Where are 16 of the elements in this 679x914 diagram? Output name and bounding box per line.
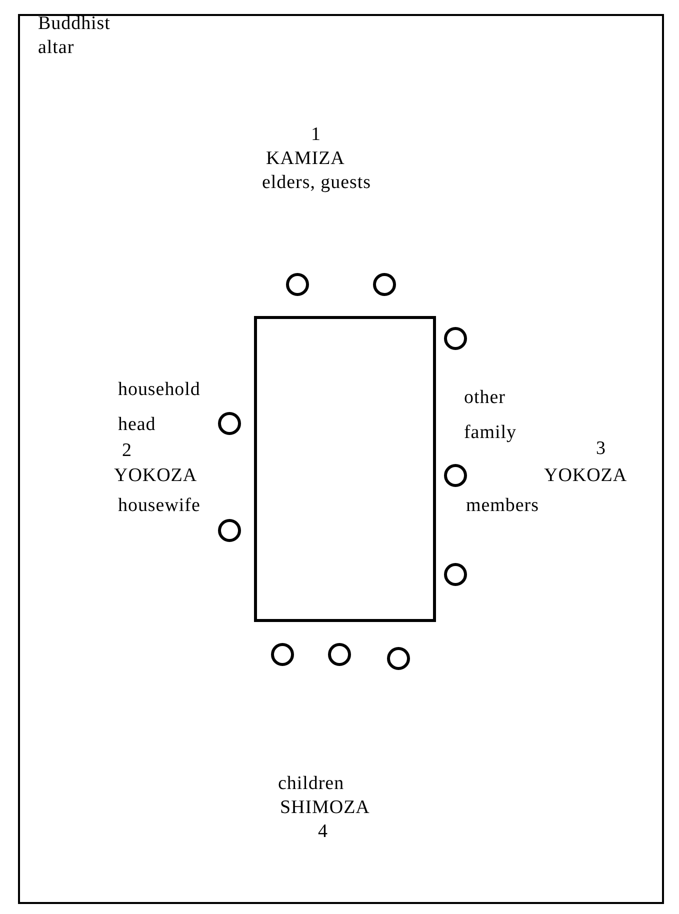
seat-label: children (278, 772, 346, 796)
seat-label: YOKOZA (544, 464, 628, 488)
seat-label: 2 (121, 439, 133, 463)
seat-label: household head (118, 378, 202, 437)
seat-label: 4 (317, 820, 329, 844)
seat-label: YOKOZA (114, 464, 198, 488)
seat-label: elders, guests (262, 171, 372, 195)
altar-label: Buddhist altar (38, 12, 112, 60)
seat-label: other family (464, 386, 518, 445)
seat-label: housewife (118, 494, 202, 518)
seat-label: members (466, 494, 540, 518)
seat-label: KAMIZA (266, 147, 346, 171)
table-rectangle (254, 316, 436, 622)
seat-label: SHIMOZA (280, 796, 371, 820)
seat-label: 3 (595, 437, 607, 461)
seat-label: 1 (310, 123, 322, 147)
